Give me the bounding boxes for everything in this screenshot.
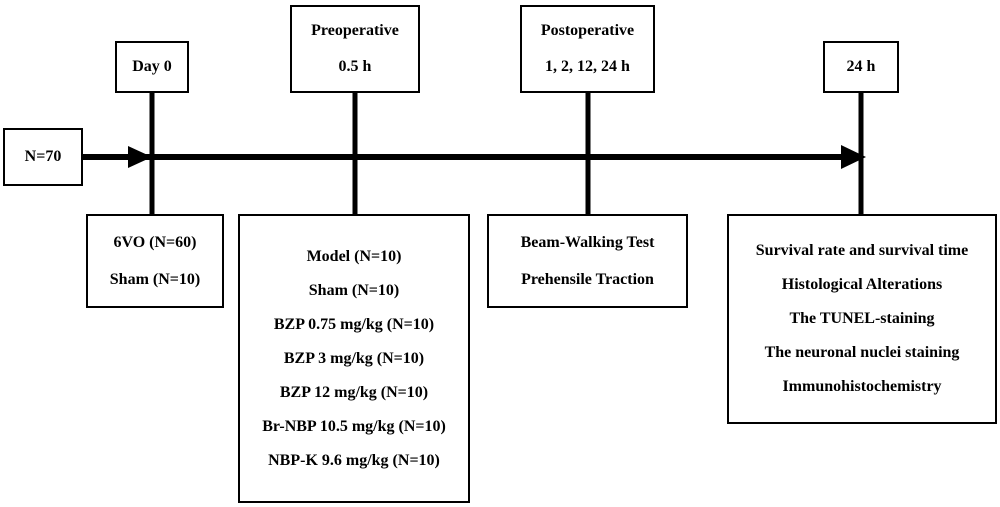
- group-day0-line-2: Sham (N=10): [109, 270, 201, 288]
- group-day0-line-1: 6VO (N=60): [113, 233, 197, 251]
- group-preoperative-line-7: NBP-K 9.6 mg/kg (N=10): [268, 451, 440, 469]
- group-preoperative-line-1: Model (N=10): [306, 247, 402, 265]
- milestone-preoperative-time: 0.5 h: [338, 58, 372, 75]
- group-box-postoperative: Beam-Walking Test Prehensile Traction: [487, 214, 688, 308]
- milestone-day0-label: Day 0: [132, 58, 172, 75]
- milestone-postoperative-time: 1, 2, 12, 24 h: [545, 58, 630, 75]
- group-24h-line-4: The neuronal nuclei staining: [764, 344, 960, 361]
- start-label: N=70: [24, 148, 62, 165]
- group-box-24h: Survival rate and survival time Histolog…: [727, 214, 997, 424]
- axis-arrowhead-start: [128, 146, 152, 168]
- milestone-24h: 24 h: [823, 41, 899, 93]
- group-24h-line-2: Histological Alterations: [781, 276, 943, 293]
- axis-arrowhead-end: [841, 145, 866, 169]
- group-box-day0: 6VO (N=60) Sham (N=10): [86, 214, 224, 308]
- milestone-postoperative-title: Postoperative: [540, 22, 635, 39]
- group-postoperative-line-1: Beam-Walking Test: [520, 233, 655, 251]
- start-box: N=70: [3, 128, 83, 186]
- milestone-day0: Day 0: [115, 41, 189, 93]
- group-preoperative-line-2: Sham (N=10): [308, 281, 400, 299]
- milestone-postoperative: Postoperative 1, 2, 12, 24 h: [520, 5, 655, 93]
- milestone-24h-label: 24 h: [846, 58, 876, 75]
- group-preoperative-line-6: Br-NBP 10.5 mg/kg (N=10): [262, 417, 446, 435]
- group-box-preoperative: Model (N=10) Sham (N=10) BZP 0.75 mg/kg …: [238, 214, 470, 503]
- group-postoperative-line-2: Prehensile Traction: [521, 270, 654, 288]
- group-preoperative-line-3: BZP 0.75 mg/kg (N=10): [273, 315, 435, 333]
- group-preoperative-line-4: BZP 3 mg/kg (N=10): [283, 349, 425, 367]
- group-preoperative-line-5: BZP 12 mg/kg (N=10): [279, 383, 429, 401]
- group-24h-line-5: Immunohistochemistry: [782, 378, 942, 395]
- milestone-preoperative-title: Preoperative: [311, 22, 399, 39]
- group-24h-line-3: The TUNEL-staining: [789, 310, 935, 327]
- milestone-preoperative: Preoperative 0.5 h: [290, 5, 420, 93]
- group-24h-line-1: Survival rate and survival time: [755, 242, 969, 259]
